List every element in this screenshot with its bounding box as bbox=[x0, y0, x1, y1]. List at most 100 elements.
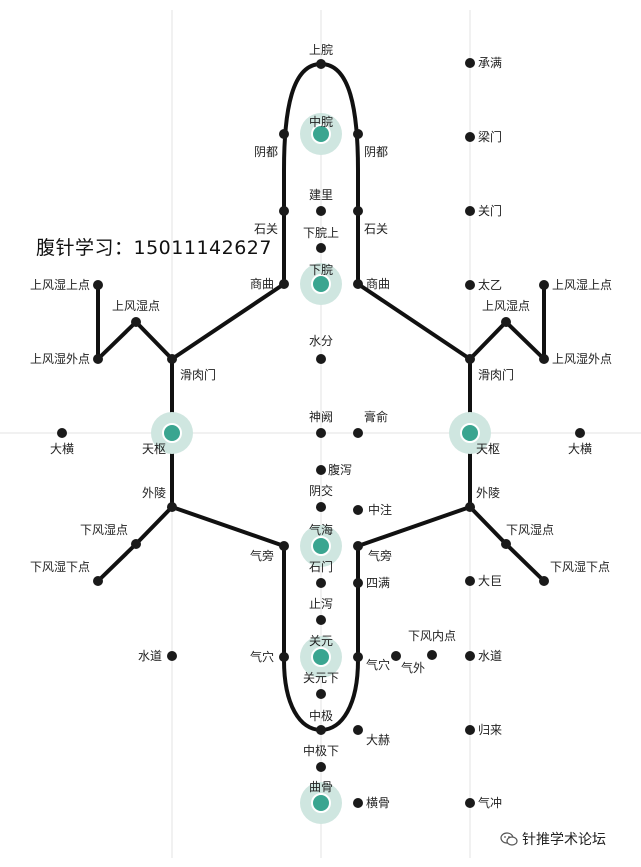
acupoint-label-shiguan_r: 石关 bbox=[364, 222, 388, 236]
connector-line bbox=[96, 542, 138, 583]
acupoint-label-qixue_r: 气穴 bbox=[366, 657, 390, 672]
acupoint-dot-shangqu_r bbox=[353, 279, 363, 289]
acupoint-label-huaroumen_l: 滑肉门 bbox=[180, 367, 216, 382]
acupoint-dot-shangfengshishangdian_l bbox=[93, 280, 103, 290]
acupoint-label-shangfengshishangdian_r: 上风湿上点 bbox=[552, 277, 612, 292]
acupoint-dot-shenque bbox=[316, 428, 326, 438]
acupoint-dot-zhongji bbox=[316, 725, 326, 735]
acupoint-label-shangfengshishangdian_l: 上风湿上点 bbox=[30, 277, 90, 292]
acupoint-label-shangfengshidian_r: 上风湿点 bbox=[482, 298, 530, 313]
acupoint-label-shangqu_l: 商曲 bbox=[250, 276, 274, 291]
contact-text: 腹针学习：15011142627 bbox=[36, 237, 272, 259]
acupoint-label-shuidao_r: 水道 bbox=[478, 649, 502, 663]
acupoint-dot-tianshu_l bbox=[162, 423, 182, 443]
acupoint-dot-shuifen bbox=[316, 354, 326, 364]
acupoint-dot-guanyuan bbox=[311, 647, 331, 667]
acupoint-dot-shangfengshidian_l bbox=[131, 317, 141, 327]
acupoint-label-shuifen: 水分 bbox=[309, 334, 333, 348]
acupoint-dot-wailing_r bbox=[465, 502, 475, 512]
acupoint-dot-dahe bbox=[353, 725, 363, 735]
acupoint-label-xiafengneidian: 下风内点 bbox=[408, 629, 456, 643]
connector-line bbox=[170, 282, 286, 361]
acupoint-dot-taiyi bbox=[465, 280, 475, 290]
acupoint-label-qiwai: 气外 bbox=[401, 660, 425, 675]
acupoint-dot-xiafengshixiadian_l bbox=[93, 576, 103, 586]
acupoint-dot-shuidao_l bbox=[167, 651, 177, 661]
connector-line bbox=[468, 505, 508, 546]
acupoint-label-shimen: 石门 bbox=[309, 559, 333, 574]
acupoint-label-zhongji: 中极 bbox=[309, 708, 333, 723]
connector-line bbox=[170, 505, 286, 548]
acupoint-label-xiawan: 下脘 bbox=[309, 263, 333, 277]
acupoint-dot-qipang_l bbox=[279, 541, 289, 551]
acupoint-dot-chengman bbox=[465, 58, 475, 68]
acupoint-dot-shimen bbox=[316, 578, 326, 588]
acupoint-dot-shangwan bbox=[316, 59, 326, 69]
acupoint-dot-xiafengshidian_r bbox=[501, 539, 511, 549]
acupoint-dot-zhongzhu bbox=[353, 505, 363, 515]
acupoint-label-guanyuanxia: 关元下 bbox=[303, 671, 339, 685]
connector-line bbox=[96, 320, 138, 361]
acupoint-label-yinjiao: 阴交 bbox=[309, 483, 333, 498]
acupoint-label-taiyi: 太乙 bbox=[478, 277, 502, 292]
acupoint-label-zhixie: 止泻 bbox=[309, 597, 333, 611]
acupoint-dot-shangfengshiwaidian_l bbox=[93, 354, 103, 364]
acupoint-label-qipang_l: 气旁 bbox=[250, 548, 274, 563]
acupoint-label-qichong: 气冲 bbox=[478, 795, 502, 810]
acupoint-label-gaoyu: 膏俞 bbox=[364, 409, 388, 424]
acupoint-label-xiafengshixiadian_r: 下风湿下点 bbox=[550, 559, 610, 574]
acupoint-label-zhongzhu: 中注 bbox=[368, 502, 392, 517]
acupoint-dot-daheng_r bbox=[575, 428, 585, 438]
connector-line bbox=[134, 505, 174, 546]
acupoint-label-qugu: 曲骨 bbox=[309, 780, 333, 794]
acupoint-label-guilai: 归来 bbox=[478, 723, 502, 737]
acupoint-label-qixue_l: 气穴 bbox=[250, 649, 274, 664]
acupoint-label-tianshu_r: 天枢 bbox=[476, 441, 500, 456]
acupoint-dot-gaoyu bbox=[353, 428, 363, 438]
acupoint-label-shangfengshidian_l: 上风湿点 bbox=[112, 298, 160, 313]
acupoint-dot-huaroumen_r bbox=[465, 354, 475, 364]
acupoint-dot-shangfengshishangdian_r bbox=[539, 280, 549, 290]
acupoint-dot-shuidao_r bbox=[465, 651, 475, 661]
acupoint-label-shangfengshiwaidian_l: 上风湿外点 bbox=[30, 351, 90, 366]
acupoint-dot-daju bbox=[465, 576, 475, 586]
acupoint-dot-huaroumen_l bbox=[167, 354, 177, 364]
acupoint-dot-guanmen bbox=[465, 206, 475, 216]
acupoint-label-wailing_l: 外陵 bbox=[142, 486, 166, 500]
watermark-text: 针推学术论坛 bbox=[522, 832, 606, 848]
acupoint-label-siman: 四满 bbox=[366, 576, 390, 590]
connector-line bbox=[468, 320, 508, 361]
connector-line bbox=[504, 320, 546, 361]
acupoint-dot-liangmen bbox=[465, 132, 475, 142]
acupoint-dot-yindu_l bbox=[279, 129, 289, 139]
acupoint-label-yindu_r: 阴都 bbox=[364, 145, 388, 159]
acupoint-dot-shangqu_l bbox=[279, 279, 289, 289]
acupoint-dot-xiawan bbox=[311, 274, 331, 294]
acupoint-dot-xiafengshixiadian_r bbox=[539, 576, 549, 586]
acupoint-dot-xiafengneidian bbox=[427, 650, 437, 660]
acupoint-label-xiafengshidian_r: 下风湿点 bbox=[506, 522, 554, 537]
acupoint-dot-qihai bbox=[311, 536, 331, 556]
acupoint-dot-guilai bbox=[465, 725, 475, 735]
acupoint-label-zhongwan: 中脘 bbox=[309, 114, 333, 129]
acupoint-dot-guanyuanxia bbox=[316, 689, 326, 699]
acupoint-dot-zhixie bbox=[316, 615, 326, 625]
chat-bubble-icon bbox=[500, 832, 518, 846]
acupoint-label-tianshu_l: 天枢 bbox=[142, 441, 166, 456]
acupoint-label-fuxie: 腹泻 bbox=[328, 463, 352, 477]
acupoint-dot-qiwai bbox=[391, 651, 401, 661]
acupoint-dot-zhongwan bbox=[311, 124, 331, 144]
acupoint-dot-shiguan_r bbox=[353, 206, 363, 216]
acupoint-dot-shiguan_l bbox=[279, 206, 289, 216]
connector-line bbox=[356, 282, 472, 361]
acupoint-label-shangqu_r: 商曲 bbox=[366, 276, 390, 291]
acupoint-label-qipang_r: 气旁 bbox=[368, 548, 392, 563]
acupoint-label-guanyuan: 关元 bbox=[309, 634, 333, 648]
connector-line bbox=[356, 505, 472, 548]
acupoint-dot-qipang_r bbox=[353, 541, 363, 551]
acupoint-dot-yinjiao bbox=[316, 502, 326, 512]
acupoint-label-daju: 大巨 bbox=[478, 574, 502, 588]
acupoint-label-huaroumen_r: 滑肉门 bbox=[478, 367, 514, 382]
